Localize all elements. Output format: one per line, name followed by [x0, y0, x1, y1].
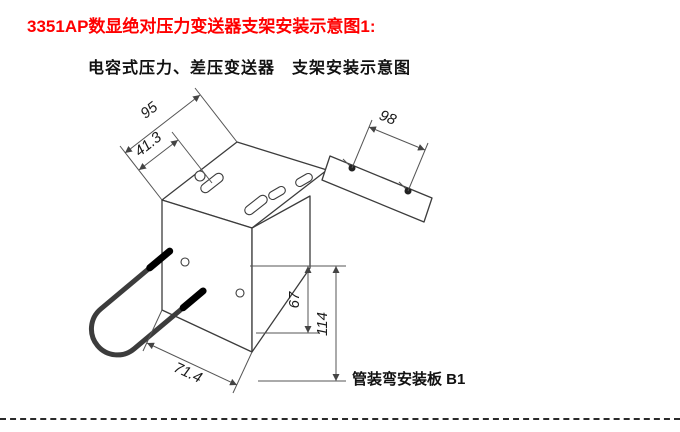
- dim-67-label: 67: [286, 291, 303, 308]
- dimension-98: 98: [351, 107, 429, 192]
- dimension-114: 114: [258, 266, 346, 382]
- bottom-dashed-divider: [0, 418, 680, 420]
- dim-41-3-label: 41.3: [131, 128, 165, 160]
- u-bolt-threaded-end: [179, 287, 207, 312]
- dim-95-label: 95: [137, 98, 161, 122]
- dimension-67: 67: [250, 265, 346, 334]
- part-caption: 管装弯安装板 B1: [352, 371, 466, 388]
- bracket-body: [161, 141, 328, 353]
- dim-71-4-label: 71.4: [171, 359, 205, 387]
- flange-round-hole: [194, 170, 206, 182]
- dim-98-label: 98: [377, 107, 399, 129]
- mounting-strip: [321, 155, 433, 223]
- front-face-hole: [180, 257, 190, 267]
- flange-slot-hole: [295, 172, 313, 188]
- flange-slot-hole: [268, 185, 286, 201]
- flange-slot-hole: [244, 194, 268, 216]
- u-bolt: [89, 247, 207, 358]
- page-title: 3351AP数显绝对压力变送器支架安装示意图1:: [27, 17, 376, 36]
- page-subtitle: 电容式压力、差压变送器 支架安装示意图: [88, 60, 412, 77]
- front-face-hole: [235, 288, 245, 298]
- dim-114-label: 114: [314, 312, 331, 336]
- u-bolt-threaded-end: [146, 247, 174, 272]
